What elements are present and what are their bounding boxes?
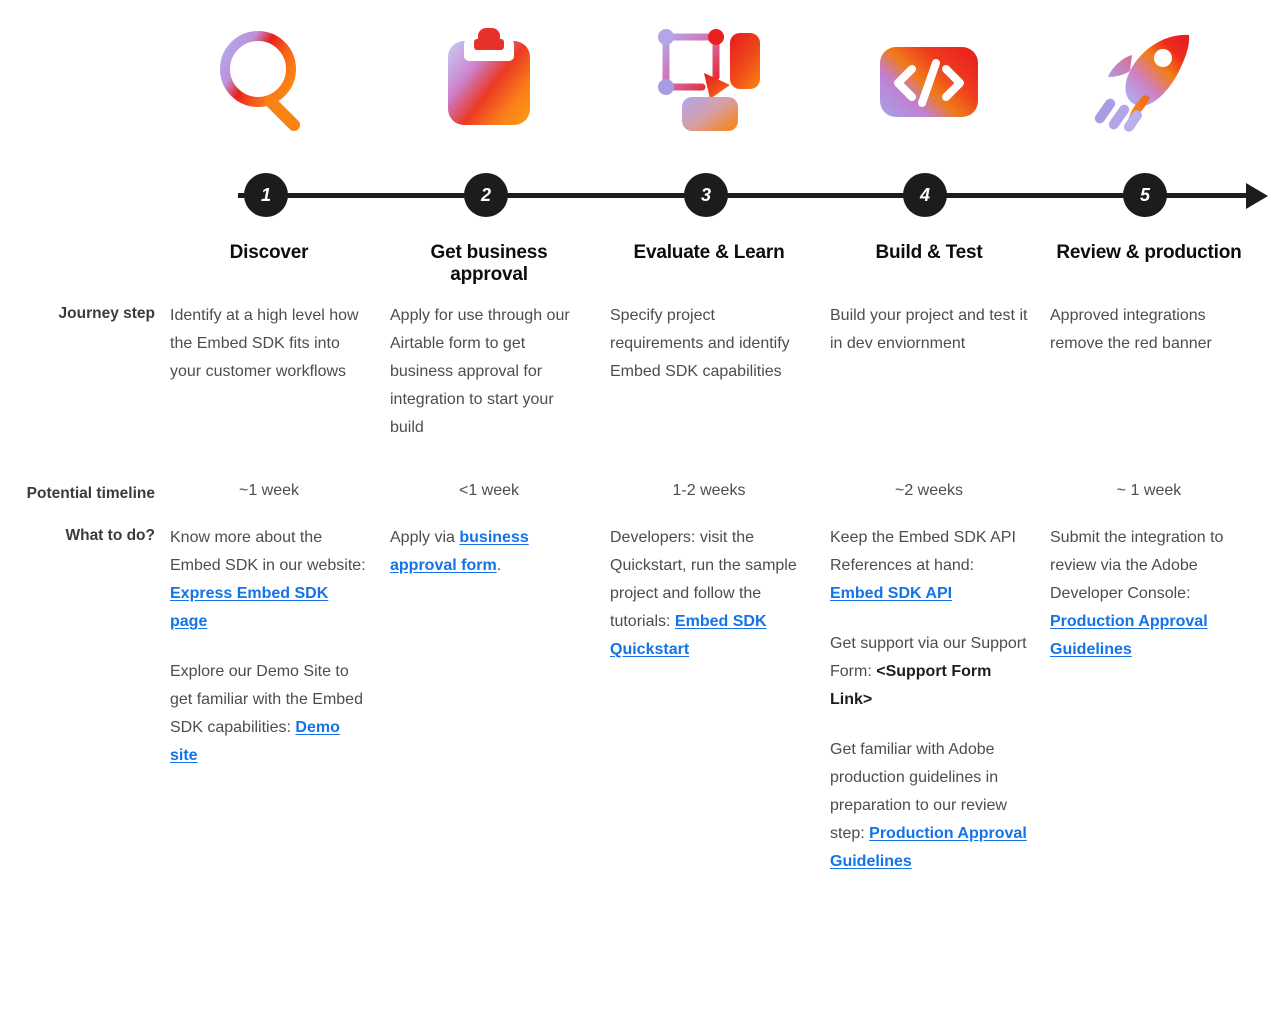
emphasis-text: <Support Form Link>	[830, 663, 992, 709]
arrow-right-icon	[1246, 183, 1268, 209]
paragraph: Explore our Demo Site to get familiar wi…	[170, 658, 368, 770]
code-brackets-icon	[830, 0, 1050, 160]
paragraph: Apply via business approval form.	[390, 524, 588, 580]
content-link[interactable]: Demo site	[170, 719, 340, 765]
potential-timeline-cell-4: ~2 weeks	[894, 482, 964, 499]
paragraph: Get support via our Support Form: <Suppo…	[830, 630, 1028, 714]
content-link[interactable]: business approval form	[390, 529, 529, 575]
what-to-do-cell-4: Keep the Embed SDK API References at han…	[830, 524, 1050, 876]
body-text: .	[496, 557, 502, 575]
paragraph: Keep the Embed SDK API References at han…	[830, 524, 1028, 608]
content-link[interactable]: Production Approval Guidelines	[1050, 613, 1208, 659]
content-link[interactable]: Production Approval Guidelines	[830, 825, 1027, 871]
magnifier-icon	[170, 0, 390, 160]
potential-timeline-cell-5: ~ 1 week	[1116, 482, 1182, 499]
paragraph: Get familiar with Adobe production guide…	[830, 736, 1028, 876]
column-header-5: Review & production	[1056, 242, 1242, 263]
design-shapes-icon	[610, 0, 830, 160]
column-header-1: Discover	[229, 242, 309, 263]
potential-timeline-cell-3: 1-2 weeks	[672, 482, 746, 499]
timeline-node-5[interactable]: 5	[1123, 173, 1167, 217]
timeline-node-4[interactable]: 4	[903, 173, 947, 217]
what-to-do-cell-5: Submit the integration to review via the…	[1050, 524, 1270, 876]
body-text: Explore our Demo Site to get familiar wi…	[170, 663, 363, 737]
journey-step-cell-5: Approved integrations remove the red ban…	[1050, 307, 1212, 352]
column-header-3: Evaluate & Learn	[633, 242, 785, 263]
body-text: Get familiar with Adobe production guide…	[830, 741, 1007, 843]
body-text: Know more about the Embed SDK in our web…	[170, 529, 366, 575]
column-headers: Discover Get business approval Evaluate …	[0, 242, 1280, 286]
journey-step-cell-1: Identify at a high level how the Embed S…	[170, 307, 359, 380]
timeline-node-2[interactable]: 2	[464, 173, 508, 217]
body-text: Submit the integration to review via the…	[1050, 529, 1224, 603]
paragraph: Developers: visit the Quickstart, run th…	[610, 524, 808, 664]
journey-step-cell-2: Apply for use through our Airtable form …	[390, 307, 570, 436]
what-to-do-cell-2: Apply via business approval form.	[390, 524, 610, 876]
column-header-2: Get business approval	[430, 242, 548, 285]
what-to-do-cell-1: Know more about the Embed SDK in our web…	[170, 524, 390, 876]
journey-step-cell-4: Build your project and test it in dev en…	[830, 307, 1028, 352]
row-journey-step: Journey step Identify at a high level ho…	[0, 302, 1280, 442]
paragraph: Submit the integration to review via the…	[1050, 524, 1248, 664]
row-label-journey-step: Journey step	[58, 305, 155, 322]
content-link[interactable]: Embed SDK Quickstart	[610, 613, 767, 659]
potential-timeline-cell-1: ~1 week	[238, 482, 300, 499]
row-potential-timeline: Potential timeline ~1 week <1 week 1-2 w…	[0, 482, 1280, 506]
content-link[interactable]: Embed SDK API	[830, 585, 953, 603]
what-to-do-cell-3: Developers: visit the Quickstart, run th…	[610, 524, 830, 876]
potential-timeline-cell-2: <1 week	[458, 482, 520, 499]
icon-strip	[0, 0, 1280, 160]
timeline-track	[238, 193, 1250, 198]
clipboard-icon	[390, 0, 610, 160]
row-label-potential-timeline: Potential timeline	[26, 485, 155, 502]
paragraph: Know more about the Embed SDK in our web…	[170, 524, 368, 636]
body-text: Apply via	[390, 529, 460, 547]
row-label-what-to-do: What to do?	[65, 527, 155, 545]
timeline: 1 2 3 4 5	[0, 166, 1280, 222]
column-header-4: Build & Test	[875, 242, 983, 263]
content-link[interactable]: Express Embed SDK page	[170, 585, 329, 631]
body-text: Get support via our Support Form:	[830, 635, 1027, 681]
timeline-node-3[interactable]: 3	[684, 173, 728, 217]
body-text: Developers: visit the Quickstart, run th…	[610, 529, 797, 631]
journey-step-cell-3: Specify project requirements and identif…	[610, 307, 790, 380]
timeline-node-1[interactable]: 1	[244, 173, 288, 217]
body-text: Keep the Embed SDK API References at han…	[830, 529, 1016, 575]
headers-gutter	[0, 242, 170, 286]
rocket-icon	[1050, 0, 1270, 160]
row-what-to-do: What to do? Know more about the Embed SD…	[0, 524, 1280, 876]
